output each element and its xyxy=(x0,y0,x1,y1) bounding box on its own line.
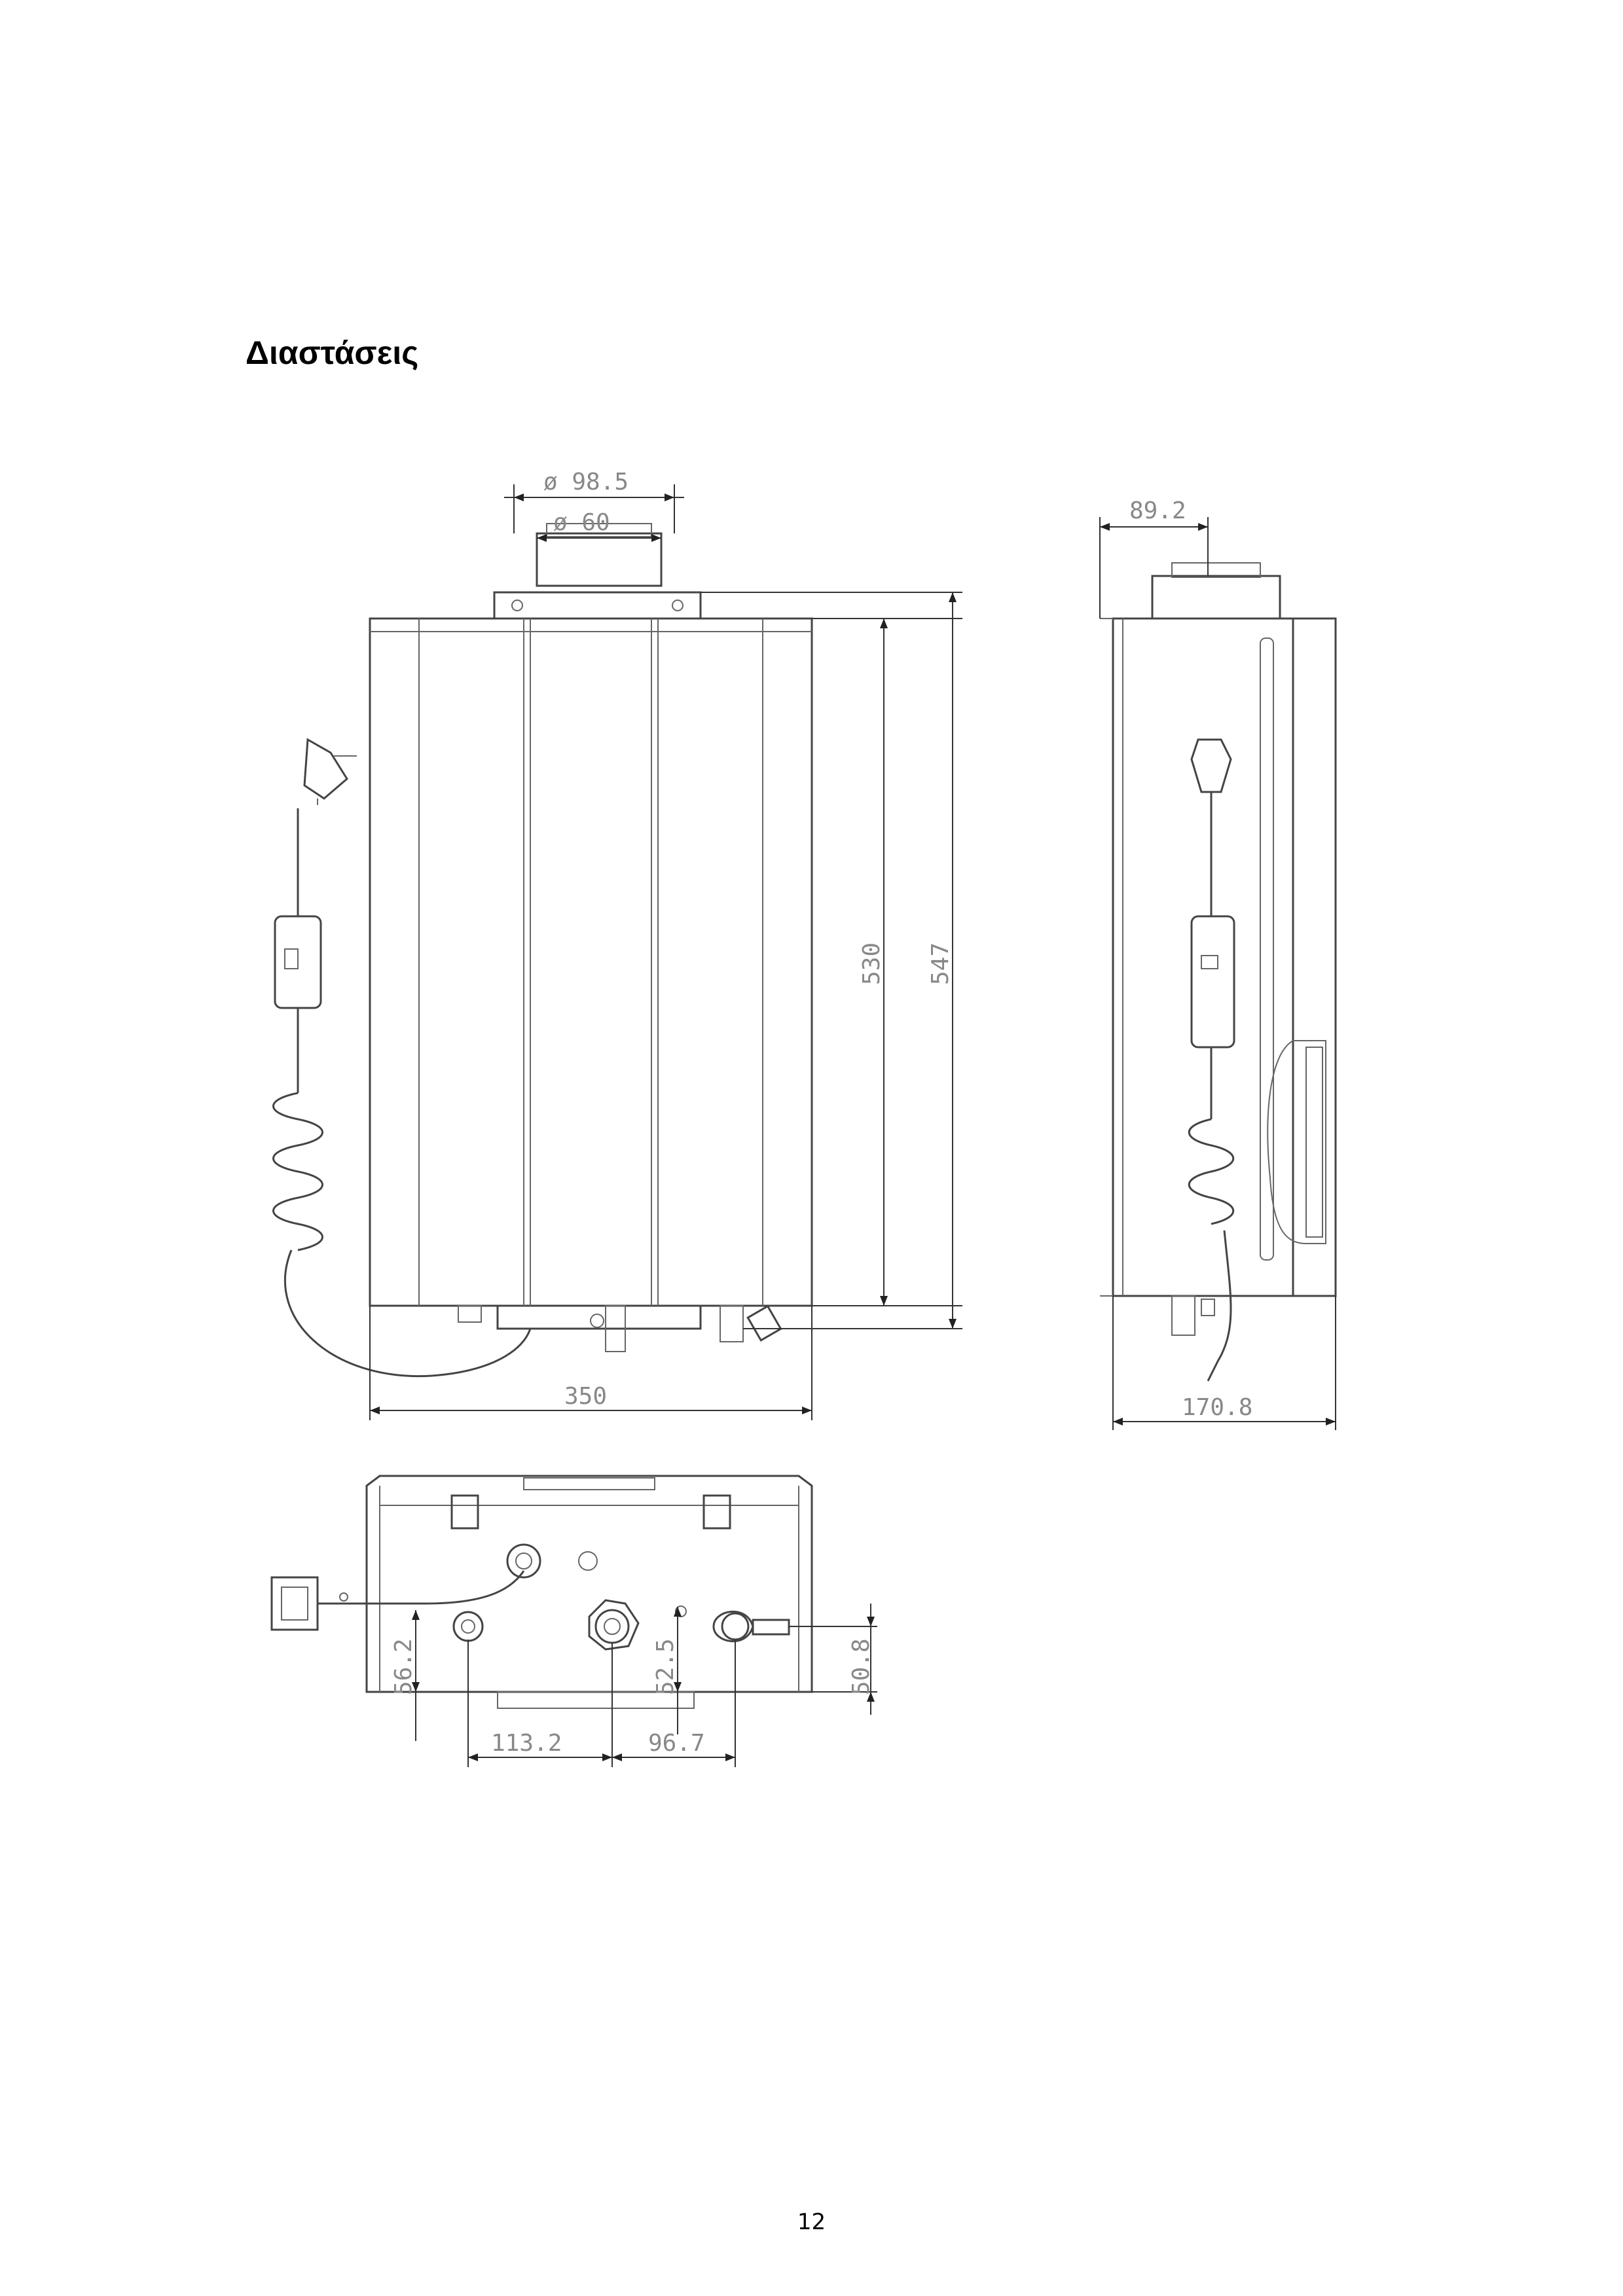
page-number: 12 xyxy=(797,2209,826,2235)
dim-height-total: 547 xyxy=(927,942,954,985)
dim-flue-inner: ø 60 xyxy=(553,509,610,536)
bottom-dimensions: 56.2 52.5 50.8 113.2 96.7 xyxy=(390,1604,877,1767)
dim-depth: 170.8 xyxy=(1182,1394,1252,1421)
front-view xyxy=(272,523,813,1378)
dim-bottom-left-height: 56.2 xyxy=(390,1638,417,1695)
dim-width: 350 xyxy=(564,1383,607,1410)
dim-bottom-gas-height: 52.5 xyxy=(652,1638,679,1695)
dim-bottom-right-height: 50.8 xyxy=(848,1638,875,1695)
dim-bottom-right-span: 96.7 xyxy=(648,1730,705,1757)
dim-side-flue-offset: 89.2 xyxy=(1129,497,1186,524)
side-dimensions: 89.2 170.8 xyxy=(1099,497,1336,1430)
side-view xyxy=(1100,562,1337,1382)
front-dimensions: ø 98.5 ø 60 530 547 350 xyxy=(369,469,962,1420)
dim-height-body: 530 xyxy=(858,942,885,985)
dim-bottom-left-span: 113.2 xyxy=(491,1730,562,1757)
dim-flue-outer: ø 98.5 xyxy=(543,469,629,495)
page-title: Διαστάσεις xyxy=(246,334,419,371)
bottom-view xyxy=(270,1475,813,1709)
